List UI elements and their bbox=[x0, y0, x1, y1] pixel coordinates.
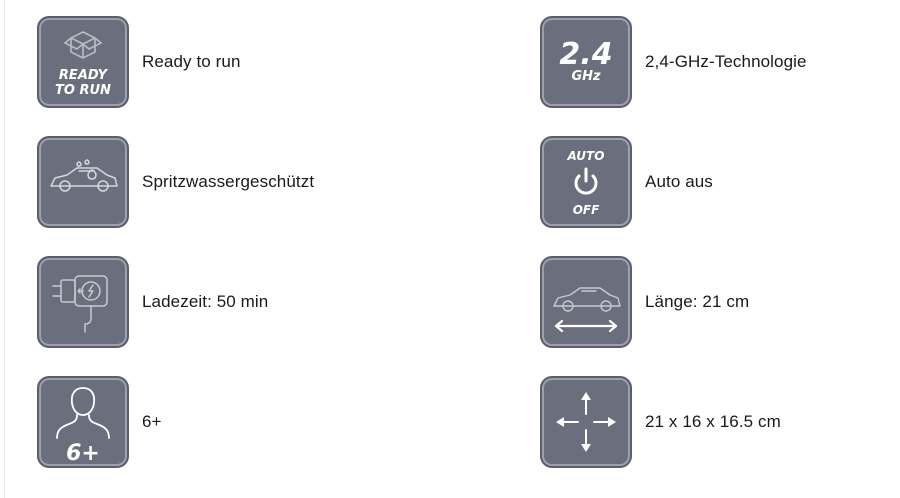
feature-label: 6+ bbox=[142, 412, 162, 431]
car-length-icon bbox=[540, 256, 632, 348]
ready-icon-text-1: READY bbox=[59, 68, 109, 83]
feature-charge-time: Ladezeit: 50 min bbox=[37, 254, 268, 350]
dimensions-arrows-icon bbox=[540, 376, 632, 468]
feature-label: 2,4-GHz-Technologie bbox=[645, 52, 807, 71]
age-6-plus-icon: 6+ bbox=[37, 376, 129, 468]
feature-label: 21 x 16 x 16.5 cm bbox=[645, 412, 781, 431]
feature-splash-proof: Spritzwassergeschützt bbox=[37, 134, 314, 230]
person-icon bbox=[56, 387, 110, 439]
feature-label: Auto aus bbox=[645, 172, 713, 191]
off-icon-text: OFF bbox=[573, 203, 600, 217]
feature-label: Länge: 21 cm bbox=[645, 292, 750, 311]
ghz-icon-unit: GHz bbox=[571, 69, 601, 84]
length-arrow-icon bbox=[554, 319, 618, 333]
feature-label: Spritzwassergeschützt bbox=[142, 172, 315, 191]
feature-dimensions: 21 x 16 x 16.5 cm bbox=[540, 374, 781, 470]
age-icon-text: 6+ bbox=[66, 441, 100, 466]
ready-to-run-icon: READY TO RUN bbox=[37, 16, 129, 108]
feature-panel bbox=[4, 0, 897, 498]
feature-age: 6+ 6+ bbox=[37, 374, 162, 470]
feature-2-4-ghz: 2.4 GHz 2,4-GHz-Technologie bbox=[540, 14, 807, 110]
ready-icon-text-2: TO RUN bbox=[55, 83, 111, 98]
feature-auto-off: AUTO OFF Auto aus bbox=[540, 134, 713, 230]
feature-label: Ladezeit: 50 min bbox=[142, 292, 269, 311]
ghz-icon-number: 2.4 bbox=[559, 37, 612, 72]
splash-proof-car-icon bbox=[37, 136, 129, 228]
feature-ready-to-run: READY TO RUN Ready to run bbox=[37, 14, 241, 110]
auto-icon-text: AUTO bbox=[567, 149, 605, 163]
feature-length: Länge: 21 cm bbox=[540, 254, 749, 350]
charger-icon bbox=[37, 256, 129, 348]
auto-off-power-icon: AUTO OFF bbox=[540, 136, 632, 228]
feature-label: Ready to run bbox=[142, 52, 241, 71]
power-icon bbox=[574, 167, 598, 195]
2-4-ghz-icon: 2.4 GHz bbox=[540, 16, 632, 108]
